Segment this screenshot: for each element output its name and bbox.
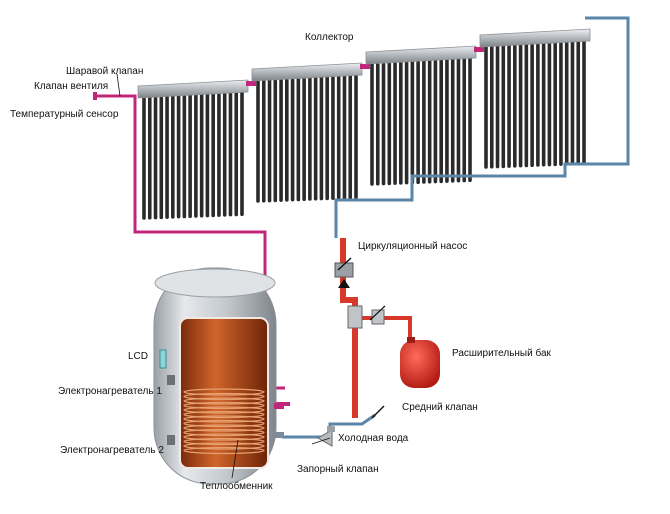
coil-turn: [183, 401, 265, 410]
coil-turn: [183, 433, 265, 441]
collector-panels: [137, 28, 591, 220]
label-cold-water: Холодная вода: [338, 433, 409, 444]
label-vent-valve: Клапан вентиля: [34, 81, 108, 92]
label-circulation-pump: Циркуляционный насос: [358, 241, 467, 252]
label-ball-valve: Шаравой клапан: [66, 66, 143, 77]
label-expansion-tank: Расширительный бак: [452, 347, 552, 359]
cold-water-pipe: [282, 413, 376, 439]
label-temp-sensor: Температурный сенсор: [10, 109, 119, 120]
circulation-pump: [334, 257, 354, 288]
collector-header: [251, 62, 363, 82]
pump-valves: [347, 305, 386, 329]
panel-connector: [360, 64, 370, 69]
collector-panel: [479, 28, 591, 169]
collector-header: [479, 28, 591, 48]
collector-header: [365, 45, 477, 65]
collector-header: [137, 79, 249, 99]
coil-turn: [183, 397, 265, 405]
label-heater-2: Электронагреватель 2: [60, 445, 164, 456]
label-heater-1: Электронагреватель 1: [58, 386, 162, 397]
heat-exchanger-coil: [183, 388, 265, 455]
coil-turn: [183, 446, 265, 455]
coil-turn: [183, 428, 265, 437]
label-middle-valve: Средний клапан: [402, 402, 478, 413]
coil-turn: [183, 410, 265, 419]
expansion-tank: [400, 337, 440, 388]
shutoff-valve: [316, 426, 335, 447]
panel-connector: [474, 47, 484, 52]
collector-panel: [365, 45, 484, 186]
coil-turn: [183, 437, 265, 446]
coil-turn: [183, 415, 265, 423]
label-lcd: LCD: [128, 351, 148, 362]
coil-turn: [183, 388, 265, 396]
label-collector: Коллектор: [305, 32, 354, 43]
coil-turn: [183, 392, 265, 401]
coil-turn: [183, 442, 265, 450]
label-shutoff-valve: Запорный клапан: [297, 464, 379, 475]
storage-tank: [153, 267, 284, 485]
collector-panel: [137, 79, 256, 220]
coil-turn: [183, 419, 265, 428]
coil-turn: [183, 406, 265, 414]
middle-valve: [371, 405, 385, 419]
collector-panel: [251, 62, 370, 203]
pointer-lines: [116, 73, 331, 479]
coil-turn: [183, 424, 265, 432]
label-heat-exchanger: Теплообменник: [200, 480, 273, 492]
cold-return-pipe: [334, 16, 630, 238]
panel-connector: [246, 81, 256, 86]
